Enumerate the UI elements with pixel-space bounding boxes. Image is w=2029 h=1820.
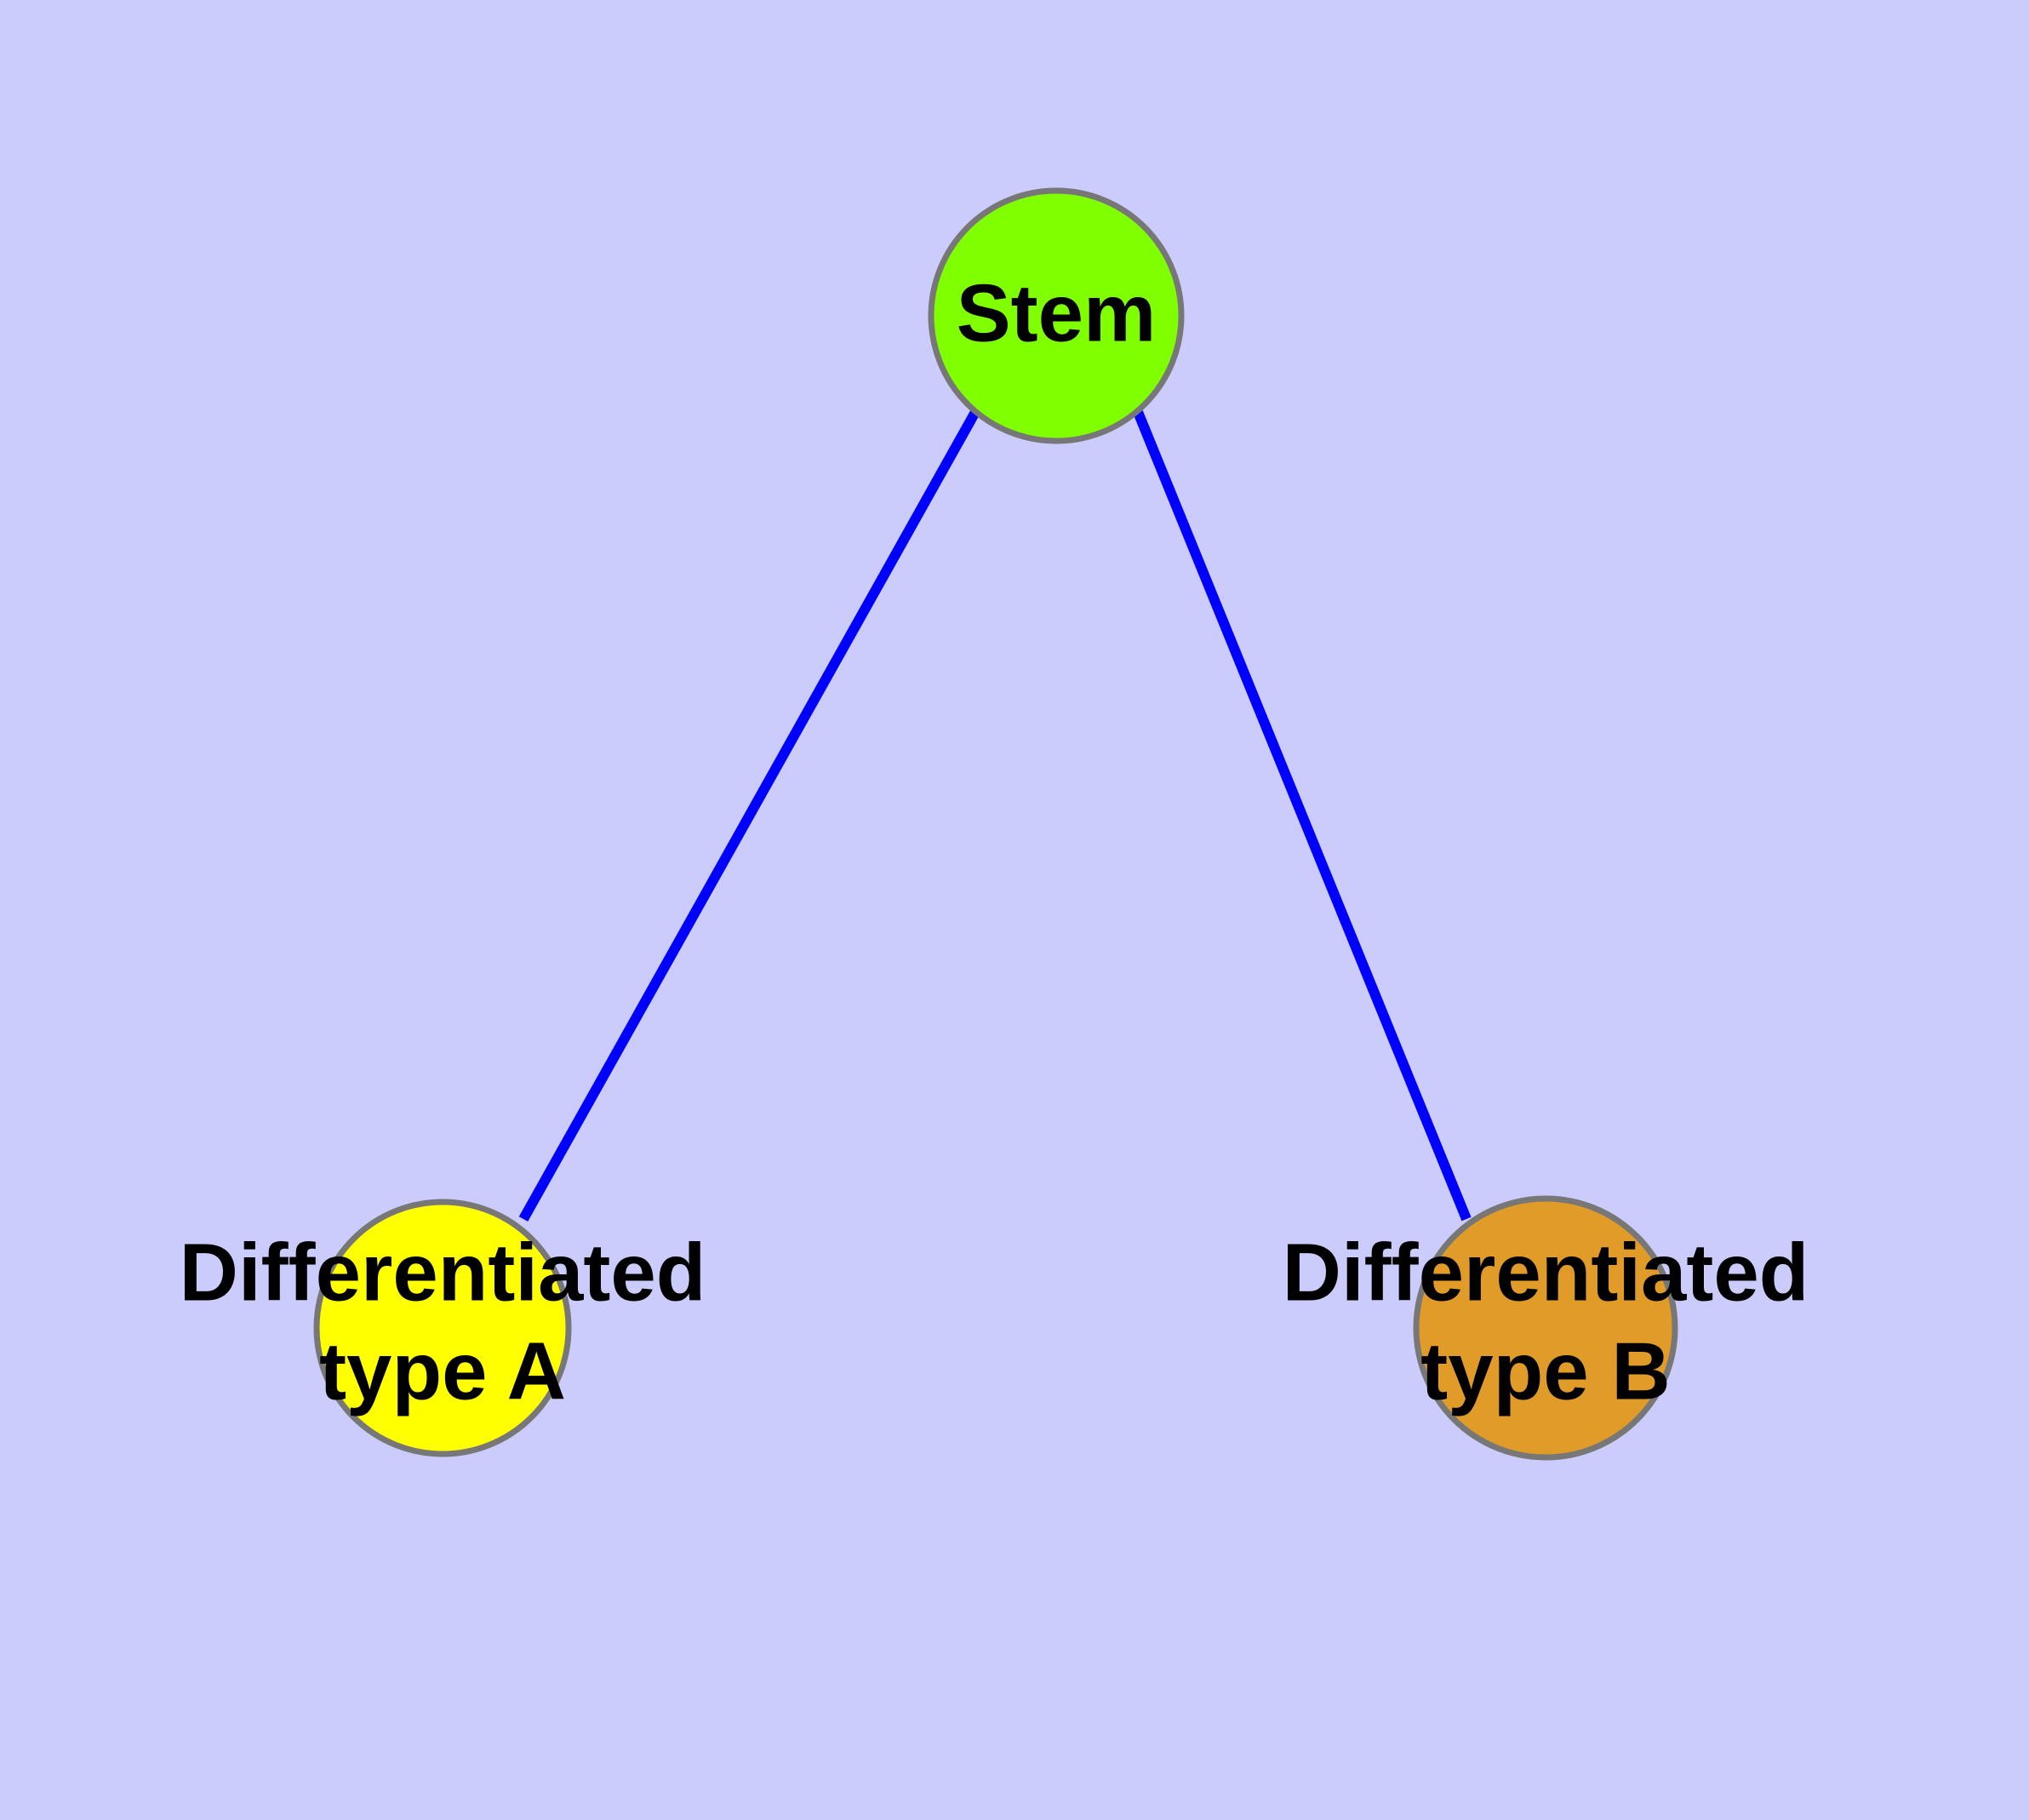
node-differentiated-type-a-label-line-1: Differentiated	[180, 1227, 706, 1318]
node-differentiated-type-a-label-line-2: type A	[319, 1325, 566, 1417]
node-stem-circle[interactable]	[928, 187, 1185, 444]
edge-layer	[518, 409, 1472, 1222]
edge-stem-to-differentiated-type-b[interactable]	[1133, 409, 1472, 1222]
node-differentiated-type-a-circle[interactable]	[313, 1199, 572, 1457]
label-layer: Stem Differentiated type A Differentiate…	[180, 267, 1809, 1417]
node-differentiated-type-b-circle[interactable]	[1413, 1195, 1678, 1461]
node-stem[interactable]	[928, 187, 1185, 444]
node-layer	[313, 187, 1678, 1461]
node-differentiated-type-b[interactable]	[1413, 1195, 1678, 1461]
edge-stem-to-differentiated-type-a[interactable]	[518, 409, 980, 1222]
node-stem-label: Stem	[957, 267, 1157, 358]
node-differentiated-type-b-label-line-1: Differentiated	[1283, 1227, 1809, 1318]
node-differentiated-type-a[interactable]	[313, 1199, 572, 1457]
node-differentiated-type-b-label-line-2: type B	[1420, 1325, 1670, 1417]
